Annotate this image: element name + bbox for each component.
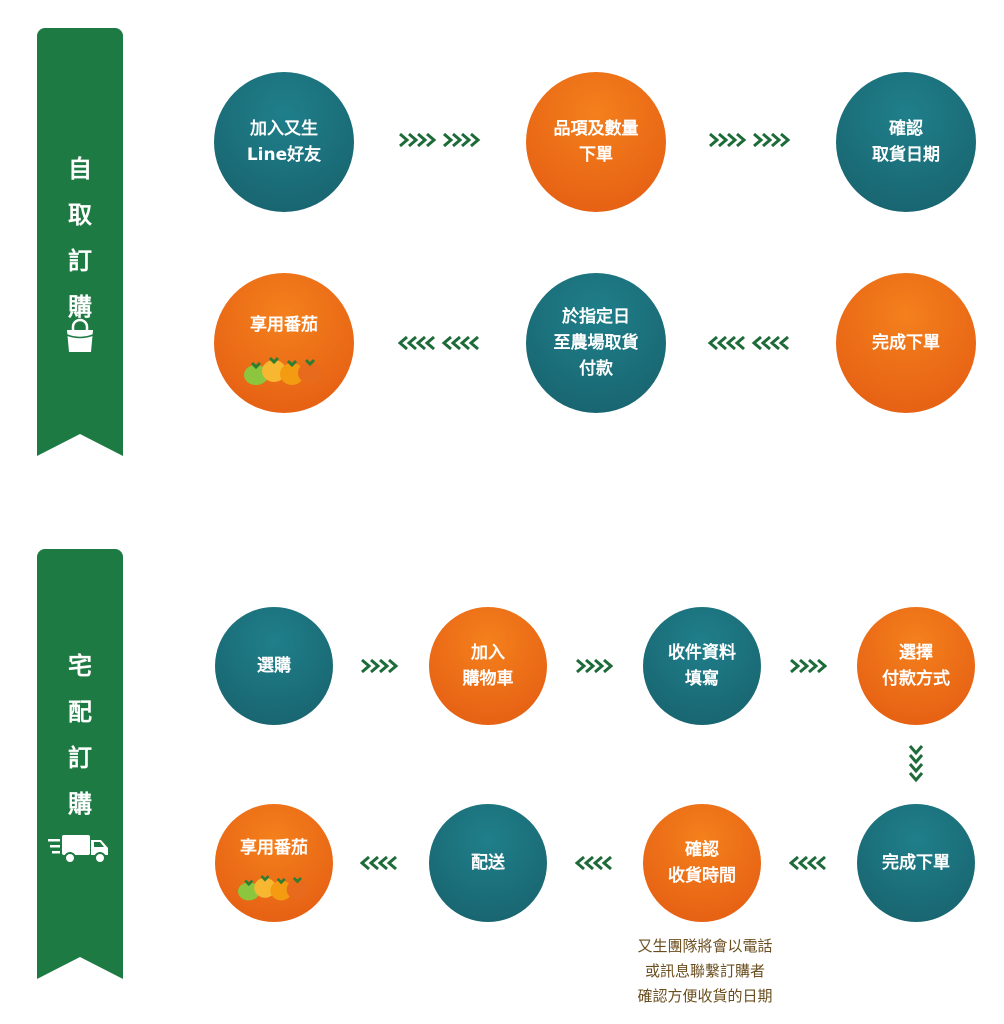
pickup-step-enjoy-tomatoes: 享用番茄 xyxy=(214,273,354,413)
step-label: 品項及數量 下單 xyxy=(553,119,639,165)
step-label: 享用番茄 xyxy=(250,315,318,335)
delivery-truck-icon xyxy=(48,831,112,865)
arrow-right-icon xyxy=(709,132,791,148)
banner-char: 訂 xyxy=(68,247,92,275)
step-label: 加入又生 Line好友 xyxy=(246,119,322,165)
arrow-left-icon xyxy=(789,855,826,871)
tomatoes-icon xyxy=(244,356,322,385)
delivery-order-banner: 宅 配 訂 購 xyxy=(37,549,123,979)
step-label: 確認 收貨時間 xyxy=(668,840,736,886)
tomatoes-icon xyxy=(238,875,309,901)
pickup-step-confirm-pickup-date: 確認 取貨日期 xyxy=(836,72,976,212)
pickup-order-banner: 自 取 訂 購 xyxy=(37,28,123,456)
step-label: 完成下單 xyxy=(882,853,950,873)
arrow-right-icon xyxy=(399,132,481,148)
delivery-step-add-to-cart: 加入 購物車 xyxy=(429,607,547,725)
pickup-step-farm-pickup-pay: 於指定日 至農場取貨 付款 xyxy=(526,273,666,413)
pickup-step-order-items: 品項及數量 下單 xyxy=(526,72,666,212)
step-label: 配送 xyxy=(471,853,505,873)
step-label: 確認 取貨日期 xyxy=(872,119,940,165)
arrow-right-icon xyxy=(361,658,399,674)
banner-char: 宅 xyxy=(68,652,92,680)
step-label: 享用番茄 xyxy=(240,838,308,858)
banner-char: 自 xyxy=(68,155,92,183)
delivery-step-choose-payment: 選擇 付款方式 xyxy=(857,607,975,725)
delivery-banner-title: 宅 配 訂 購 xyxy=(37,643,123,827)
delivery-contact-note: 又生團隊將會以電話 或訊息聯繫訂購者 確認方便收貨的日期 xyxy=(637,937,773,1005)
banner-char: 配 xyxy=(68,698,92,726)
step-label: 收件資料 填寫 xyxy=(668,643,736,689)
step-label: 選購 xyxy=(257,656,291,676)
delivery-step-confirm-receipt-time: 確認 收貨時間 xyxy=(643,804,761,922)
shopping-bag-icon xyxy=(63,318,97,354)
arrow-right-icon xyxy=(576,658,614,674)
step-label: 選擇 付款方式 xyxy=(882,643,950,689)
pickup-step-order-complete: 完成下單 xyxy=(836,273,976,413)
banner-char: 取 xyxy=(68,201,92,229)
delivery-step-shipping: 配送 xyxy=(429,804,547,922)
pickup-step-add-line-friend: 加入又生 Line好友 xyxy=(214,72,354,212)
arrow-left-icon xyxy=(708,335,789,351)
step-label: 完成下單 xyxy=(872,333,940,353)
step-label: 加入 購物車 xyxy=(462,643,514,689)
banner-char: 訂 xyxy=(68,744,92,772)
arrow-left-icon xyxy=(360,855,397,871)
arrow-down-icon xyxy=(908,745,924,783)
arrow-left-icon xyxy=(398,335,479,351)
banner-char: 購 xyxy=(68,293,92,321)
step-label: 於指定日 至農場取貨 付款 xyxy=(553,307,639,379)
banner-char: 購 xyxy=(68,790,92,818)
delivery-step-fill-shipping-info: 收件資料 填寫 xyxy=(643,607,761,725)
arrow-left-icon xyxy=(575,855,612,871)
arrow-right-icon xyxy=(790,658,828,674)
pickup-banner-title: 自 取 訂 購 xyxy=(37,146,123,330)
delivery-step-browse: 選購 xyxy=(215,607,333,725)
delivery-step-order-complete: 完成下單 xyxy=(857,804,975,922)
delivery-step-enjoy-tomatoes: 享用番茄 xyxy=(215,804,333,922)
